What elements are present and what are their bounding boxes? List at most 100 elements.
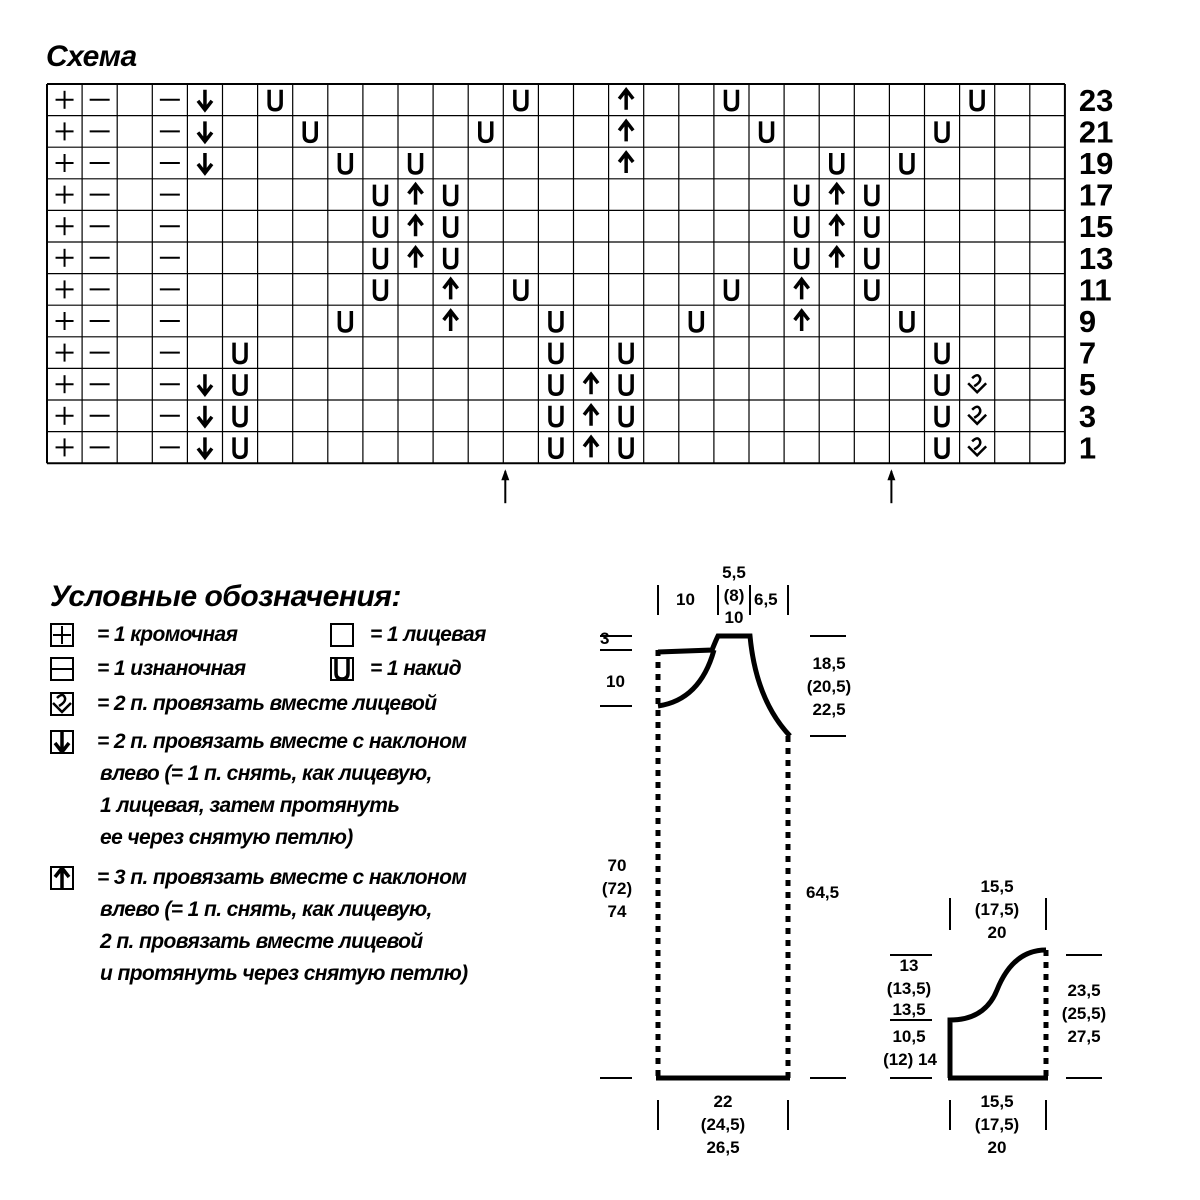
chart-grid	[46, 83, 1066, 465]
yarn-over-symbol	[302, 121, 318, 144]
row-label: 15	[1079, 209, 1113, 244]
decrease-arrow-down-icon	[50, 730, 74, 754]
decrease-3-symbol	[407, 181, 424, 205]
yarn-over-symbol	[723, 279, 740, 302]
yarn-over-symbol	[793, 184, 810, 207]
row-label: 17	[1079, 178, 1113, 213]
decrease-3-symbol	[617, 86, 635, 110]
sleeve-dim-top-2: (17,5)	[974, 900, 1020, 919]
yarn-over-symbol	[864, 184, 880, 207]
front-dim-height-left-1: 70	[607, 856, 627, 875]
yarn-over-symbol	[688, 311, 705, 333]
yarn-over-symbol	[829, 153, 845, 175]
yarn-over-symbol	[232, 405, 248, 428]
sleeve-dim-right-1: 23,5	[1067, 981, 1101, 1000]
yarn-over-symbol	[618, 437, 634, 460]
yarn-over-symbol	[372, 216, 389, 238]
front-dim-armhole-right-1: 18,5	[812, 654, 846, 673]
yarn-over-symbol	[793, 216, 810, 238]
sleeve-dim-bottom-2: (17,5)	[974, 1115, 1020, 1134]
k2tog-symbol	[52, 694, 72, 714]
decrease-3-symbol	[793, 308, 811, 331]
front-dim-height-right: 64,5	[806, 883, 840, 902]
legend-k2tog-text: = 2 п. провязать вместе лицевой	[97, 692, 437, 715]
yarn-over-symbol	[934, 374, 950, 396]
front-dim-height-left-3: 74	[607, 902, 627, 921]
legend-purl-text: = 1 изнаночная	[97, 657, 246, 680]
yarn-over-symbol	[934, 437, 950, 460]
yarn-over-symbol	[232, 437, 248, 460]
decrease-3-symbol	[582, 371, 600, 395]
sleeve-dim-bottom-3: 20	[987, 1138, 1007, 1157]
yarn-over-symbol	[548, 374, 564, 396]
front-dim-armhole-left: 10	[606, 672, 625, 691]
decrease-3-symbol	[53, 868, 71, 888]
front-piece	[600, 585, 846, 1130]
k2tog-icon	[50, 692, 74, 716]
chart-symbols	[55, 86, 988, 461]
row-label: 23	[1079, 83, 1113, 118]
decrease-3-symbol	[828, 213, 846, 237]
plus-icon	[50, 623, 74, 647]
decrease-3-symbol	[828, 244, 846, 268]
yarn-over-symbol	[442, 247, 459, 270]
decrease-2-symbol	[196, 405, 214, 429]
row-label: 21	[1079, 114, 1113, 149]
sleeve-dim-bottom-1: 15,5	[980, 1092, 1014, 1111]
yarn-over-symbol	[758, 121, 775, 144]
yarn-over-symbol	[723, 89, 740, 112]
decrease-3-symbol	[442, 276, 460, 300]
yarn-over-symbol	[618, 374, 634, 396]
yarn-over-icon	[330, 657, 354, 681]
yarn-over-symbol	[618, 342, 634, 365]
front-dim-top-left: 10	[676, 590, 695, 609]
decrease-3-symbol	[828, 181, 846, 205]
repeat-marker-arrowhead	[501, 469, 510, 481]
front-dim-shoulder-drop: 3	[600, 629, 610, 648]
front-dim-armhole-right-3: 22,5	[812, 700, 846, 719]
yarn-over-symbol	[513, 279, 529, 302]
yarn-over-symbol	[267, 89, 283, 112]
yarn-over-symbol	[864, 216, 880, 238]
yarn-over-symbol	[969, 89, 985, 112]
legend-selvage-text: = 1 кромочная	[97, 623, 238, 646]
yarn-over-symbol	[372, 184, 389, 207]
decrease-arrow-up-icon	[50, 866, 74, 890]
front-dim-neck-3: 10	[724, 608, 744, 627]
legend-yarn-over-text: = 1 накид	[370, 657, 462, 680]
yarn-over-symbol	[232, 342, 248, 365]
yarn-over-symbol	[899, 311, 915, 333]
front-dim-armhole-right-2: (20,5)	[806, 677, 852, 696]
yarn-over-symbol	[337, 153, 354, 175]
sleeve-dim-top-3: 20	[987, 923, 1007, 942]
front-shoulder-line	[657, 633, 792, 738]
yarn-over-symbol	[548, 311, 564, 333]
yarn-over-symbol	[478, 121, 494, 144]
yarn-over-symbol	[337, 311, 354, 333]
k2tog-symbol	[967, 405, 988, 426]
decrease-2-symbol	[196, 89, 214, 113]
row-label: 9	[1079, 304, 1096, 339]
sleeve-cap-curve	[947, 947, 1047, 1078]
yarn-over-symbol	[618, 405, 634, 428]
minus-icon	[50, 657, 74, 681]
yarn-over-symbol	[548, 405, 564, 428]
row-label: 7	[1079, 336, 1096, 371]
decrease-2-symbol	[196, 374, 214, 398]
decrease-3-symbol	[407, 244, 424, 268]
yarn-over-symbol	[934, 342, 950, 365]
yarn-over-symbol	[934, 405, 950, 428]
front-dim-neck-1: 5,5	[722, 563, 746, 582]
front-dim-bottom-3: 26,5	[706, 1138, 740, 1157]
repeat-marker-arrowhead	[887, 469, 896, 481]
legend-decrease-3-text: и протянуть через снятую петлю)	[100, 962, 468, 985]
decrease-3-symbol	[582, 402, 600, 426]
legend-decrease-3-text: 2 п. провязать вместе лицевой	[100, 930, 423, 953]
row-label: 5	[1079, 367, 1096, 402]
decrease-2-symbol	[196, 437, 214, 461]
yarn-over-symbol	[442, 216, 459, 238]
decrease-3-symbol	[442, 308, 460, 331]
row-label: 3	[1079, 399, 1096, 434]
